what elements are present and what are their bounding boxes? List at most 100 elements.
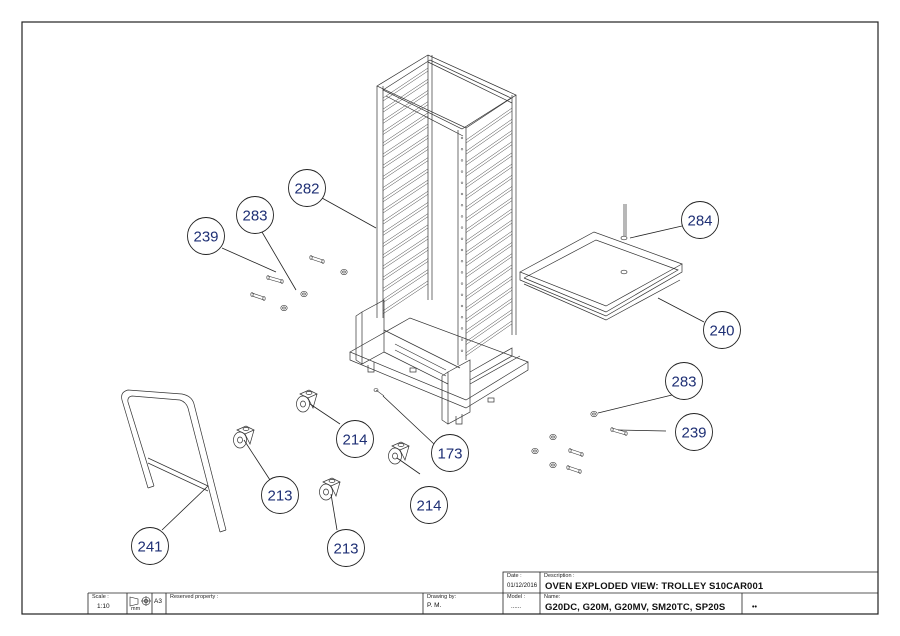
pin [568,448,584,457]
callout-240: 240 [703,311,741,349]
shelf-rail-right [465,177,513,211]
shelf-rail-right [465,166,513,200]
nut [340,269,348,275]
castor-wheels [233,389,410,501]
callout-214-left: 214 [336,420,374,458]
date-label: Date : [507,573,522,579]
rivet [460,349,464,352]
leader-lines [161,197,705,531]
callout-213-left-label: 213 [267,488,292,505]
shelf-rail-left [382,134,429,166]
rivet [460,327,464,330]
drawing-by-value: P. M. [427,602,442,609]
scale-label: Scale : [92,594,109,600]
shelf-rail-left [382,104,429,135]
callout-283-right-label: 283 [671,374,696,391]
shelf-rail-left [382,280,429,312]
rivet [460,181,464,184]
castor [233,425,255,449]
nut [549,434,557,440]
projection-symbol-icon [129,596,151,607]
shelf-rail-right [465,278,513,312]
title-block-grid [87,571,879,615]
shelf-rail-left [382,269,429,300]
shelf-rail-left [382,258,429,289]
callout-239-left: 239 [187,217,225,255]
shelf-rail-right [465,312,513,345]
name-value: G20DC, G20M, G20MV, SM20TC, SP20S [545,602,726,613]
shelf-rail-left [382,216,429,247]
shelf-rail-left [382,205,429,236]
rivet [460,271,464,274]
sheet-border [21,21,879,615]
shelf-rail-left [382,126,429,158]
reserved-property-label: Reserved property : [170,594,219,600]
shelf-rail-right [465,219,513,253]
rivet [460,304,464,308]
shelf-rail-right [465,211,513,245]
shelf-rail-right [465,118,513,152]
drip-tray-drawing [519,204,683,321]
shelf-rail-left [382,115,429,147]
rivet [460,215,464,218]
rivet [460,192,464,196]
shelf-rail-right [465,155,513,189]
rivet [460,159,464,162]
rack-frame-drawing [376,54,517,365]
scale-value: 1:10 [97,603,110,610]
shelf-rail-left [382,168,429,200]
rivet [460,316,464,319]
rivet [460,338,464,341]
name-label: Name: [544,594,561,600]
screw [375,389,385,397]
shelf-rail-left [382,202,429,233]
nut [531,448,539,454]
shelf-rail-right [465,133,513,166]
shelf-rail-left [382,90,429,121]
rivet [460,293,464,296]
shelf-rail-right [465,286,513,320]
sheet-size: A3 [154,598,162,605]
description-value: OVEN EXPLODED VIEW: TROLLEY S10CAR001 [545,581,764,592]
shelf-rail-right [465,174,513,208]
shelf-rail-right [465,275,513,309]
rivet [460,248,464,252]
shelf-rail-right [465,233,513,267]
shelf-rail-right [465,208,513,242]
shelf-rail-left [382,146,429,177]
shelf-rail-left [382,246,429,278]
callout-214-right: 214 [410,486,448,524]
shelf-rail-left [382,261,429,292]
shelf-rail-right [465,200,513,233]
drawing-by-label: Drawing by: [427,594,457,600]
shelf-rail-right [465,186,513,219]
shelf-rail-right [465,242,513,275]
callout-282: 282 [288,169,326,207]
rack-shelf-rails [382,67,513,357]
shelf-rail-right [465,267,513,301]
callout-283-left: 283 [236,196,274,234]
shelf-rail-right [465,256,513,289]
callout-213-right-label: 213 [333,541,358,558]
shelf-rail-left [382,171,429,203]
shelf-rail-right [465,289,513,323]
shelf-rail-right [465,301,513,334]
shelf-rail-left [382,160,429,191]
shelf-rail-right [465,323,513,357]
sheet-marker: •• [752,604,757,611]
shelf-rail-left [382,190,429,222]
callout-239-left-label: 239 [193,229,218,246]
shelf-rail-left [382,193,429,225]
shelf-rail-right [465,230,513,264]
rivet [460,226,464,229]
shelf-rail-left [382,283,429,315]
callout-241: 241 [131,527,169,565]
pin [610,427,628,436]
rivet [460,204,464,207]
shelf-rail-left [382,224,429,256]
pin [566,465,582,474]
shelf-rail-right [465,245,513,278]
callout-283-right: 283 [665,362,703,400]
shelf-rail-left [382,238,429,270]
shelf-rail-left [382,123,429,155]
